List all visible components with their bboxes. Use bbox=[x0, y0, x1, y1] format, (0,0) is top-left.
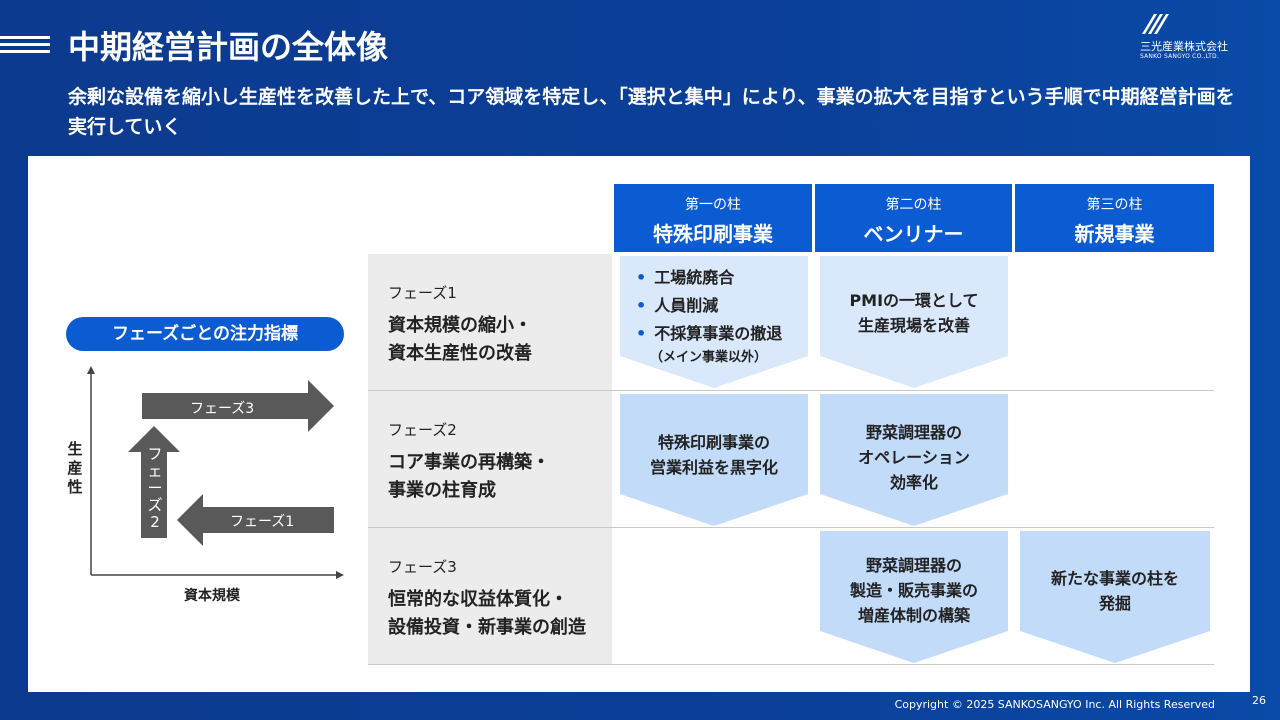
bullet-item: •人員削減 bbox=[636, 296, 719, 315]
phase-title-line: 資本生産性の改善 bbox=[388, 343, 532, 364]
column-header-title: 特殊印刷事業 bbox=[653, 222, 773, 246]
company-logo: 三光産業株式会社 SANKO SANGYO CO.,LTD. bbox=[1136, 12, 1256, 64]
phase-title: 資本規模の縮小・ 資本生産性の改善 bbox=[388, 312, 532, 368]
cell-text-line: オペレーション bbox=[858, 448, 970, 467]
y-axis-arrowhead bbox=[87, 366, 95, 374]
bullet-item: •工場統廃合 bbox=[636, 268, 735, 287]
page-number: 26 bbox=[1252, 694, 1266, 707]
phase-title: コア事業の再構築・ 事業の柱育成 bbox=[388, 449, 550, 505]
cell-text-line: 効率化 bbox=[889, 473, 938, 492]
indicator-axes-diagram bbox=[87, 366, 344, 579]
phase-name: フェーズ1 bbox=[388, 284, 457, 302]
cell-text-line: 新たな事業の柱を bbox=[1050, 569, 1179, 588]
cell-text-line: 生産現場を改善 bbox=[857, 316, 970, 335]
chevron-p1-c2 bbox=[820, 256, 1008, 388]
logo-name-jp: 三光産業株式会社 bbox=[1140, 40, 1228, 53]
cell-text-line: PMIの一環として bbox=[849, 291, 979, 310]
x-axis-arrowhead bbox=[336, 571, 344, 579]
phase-title-line: 事業の柱育成 bbox=[388, 480, 496, 501]
chevron-p2-c1 bbox=[620, 394, 808, 526]
cell-text-line: 野菜調理器の bbox=[865, 423, 962, 442]
phase-title-line: 資本規模の縮小・ bbox=[388, 315, 532, 336]
phase-row-1: フェーズ1 資本規模の縮小・ 資本生産性の改善 bbox=[368, 254, 612, 390]
row-divider bbox=[368, 664, 1214, 665]
column-header-pillar1: 第一の柱 特殊印刷事業 bbox=[614, 184, 812, 252]
p2-c2-text: 野菜調理器の オペレーション 効率化 bbox=[820, 420, 1008, 495]
logo-name-en: SANKO SANGYO CO.,LTD. bbox=[1140, 53, 1219, 60]
column-header-pillar2: 第二の柱 ベンリナー bbox=[815, 184, 1012, 252]
chevron-p3-c3 bbox=[1020, 531, 1210, 663]
chevron-p3-c2 bbox=[820, 531, 1008, 663]
phase2-arrow bbox=[128, 426, 180, 538]
phase-title-line: 恒常的な収益体質化・ bbox=[388, 589, 568, 610]
row-divider bbox=[368, 390, 1214, 391]
chevron-p1-c1 bbox=[620, 256, 808, 388]
phase-row-3: フェーズ3 恒常的な収益体質化・ 設備投資・新事業の創造 bbox=[368, 528, 612, 664]
phase3-arrow bbox=[142, 380, 334, 432]
row-divider bbox=[368, 527, 1214, 528]
cell-text-line: 増産体制の構築 bbox=[857, 606, 970, 625]
x-axis-label: 資本規模 bbox=[184, 588, 240, 604]
phase1-arrow-label: フェーズ1 bbox=[230, 514, 295, 530]
column-header-small: 第三の柱 bbox=[1086, 197, 1143, 213]
cell-text-line: 野菜調理器の bbox=[865, 556, 962, 575]
y-axis-label: 生産性 bbox=[67, 440, 83, 496]
page-subtitle: 余剰な設備を縮小し生産性を改善した上で、コア領域を特定し、「選択と集中」により、… bbox=[68, 86, 1235, 138]
indicator-pill: フェーズごとの注力指標 bbox=[66, 317, 344, 351]
cell-text-line: 営業利益を黒字化 bbox=[649, 458, 778, 477]
logo-icon bbox=[1142, 14, 1169, 34]
p3-c3-text: 新たな事業の柱を 発掘 bbox=[1020, 566, 1210, 616]
cell-text-line: 特殊印刷事業の bbox=[657, 433, 770, 452]
header-decoration-lines bbox=[0, 36, 50, 57]
cell-text-line: 製造・販売事業の bbox=[849, 581, 978, 600]
page-title: 中期経営計画の全体像 bbox=[68, 28, 389, 66]
p1-c2-text: PMIの一環として 生産現場を改善 bbox=[820, 288, 1008, 338]
phase-title-line: コア事業の再構築・ bbox=[388, 452, 550, 473]
p1-c1-bullet-list: •工場統廃合 •人員削減 •不採算事業の撤退 （メイン事業以外） bbox=[636, 264, 782, 368]
p2-c1-text: 特殊印刷事業の 営業利益を黒字化 bbox=[620, 430, 808, 480]
phase2-arrow-label: フェーズ2 bbox=[147, 445, 163, 531]
phase-title: 恒常的な収益体質化・ 設備投資・新事業の創造 bbox=[388, 586, 586, 642]
phase-title-line: 設備投資・新事業の創造 bbox=[388, 617, 586, 638]
phase1-arrow bbox=[177, 494, 334, 546]
chevron-p2-c2 bbox=[820, 394, 1008, 526]
p3-c2-text: 野菜調理器の 製造・販売事業の 増産体制の構築 bbox=[820, 553, 1008, 628]
column-header-title: 新規事業 bbox=[1074, 222, 1155, 246]
column-header-small: 第一の柱 bbox=[685, 197, 741, 213]
phase-name: フェーズ2 bbox=[388, 421, 457, 439]
column-header-pillar3: 第三の柱 新規事業 bbox=[1015, 184, 1214, 252]
bullet-item: •不採算事業の撤退 bbox=[636, 324, 783, 343]
phase-name: フェーズ3 bbox=[388, 558, 457, 576]
phase3-arrow-label: フェーズ3 bbox=[190, 401, 255, 417]
column-header-small: 第二の柱 bbox=[885, 197, 942, 213]
column-header-title: ベンリナー bbox=[863, 222, 964, 246]
phase-row-2: フェーズ2 コア事業の再構築・ 事業の柱育成 bbox=[368, 391, 612, 527]
copyright-text: Copyright © 2025 SANKOSANGYO Inc. All Ri… bbox=[894, 698, 1215, 711]
cell-text-line: 発掘 bbox=[1098, 594, 1131, 613]
bullet-note: （メイン事業以外） bbox=[650, 350, 768, 365]
